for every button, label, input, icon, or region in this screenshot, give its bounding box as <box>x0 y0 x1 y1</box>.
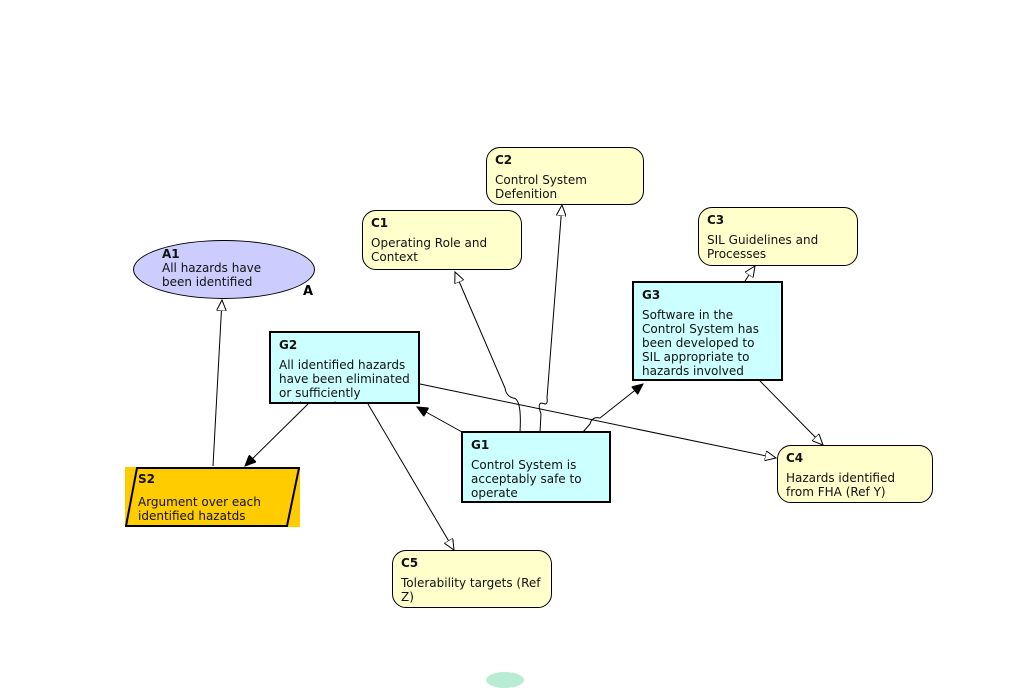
node-text: Control System Defenition <box>495 173 587 201</box>
node-id: C1 <box>371 216 389 230</box>
assumption-node-a1[interactable]: A1 All hazards have been identified <box>133 240 315 299</box>
edge-s2-a1 <box>212 300 222 467</box>
edge-g3-c3 <box>744 266 755 282</box>
node-text: Control System is acceptably safe to ope… <box>471 458 582 500</box>
context-node-c3[interactable]: C3 SIL Guidelines and Processes <box>698 207 858 266</box>
edge-g1-c1 <box>455 272 521 433</box>
assumption-badge: A <box>303 284 314 299</box>
node-text: All identified hazards have been elimina… <box>279 358 410 402</box>
context-node-c5[interactable]: C5 Tolerability targets (Ref Z) <box>392 550 552 608</box>
context-node-c2[interactable]: C2 Control System Defenition <box>486 147 644 205</box>
node-id: S2 <box>138 472 155 486</box>
goal-node-g1[interactable]: G1 Control System is acceptably safe to … <box>461 431 611 503</box>
strategy-node-s2[interactable]: S2 Argument over each identified hazatds <box>125 467 300 527</box>
node-text: Operating Role and Context <box>371 236 488 264</box>
goal-node-g3[interactable]: G3 Software in the Control System has be… <box>632 281 783 381</box>
node-id: G1 <box>471 438 490 452</box>
node-id: C5 <box>401 556 419 570</box>
node-text: Hazards identified from FHA (Ref Y) <box>786 471 895 499</box>
context-node-c4[interactable]: C4 Hazards identified from FHA (Ref Y) <box>777 445 933 503</box>
edge-g2-c4 <box>419 383 776 458</box>
edge-g1-g3 <box>582 384 643 433</box>
partial-node-shape <box>486 672 524 688</box>
node-text: Argument over each identified hazatds <box>138 495 261 523</box>
node-id: G3 <box>642 288 661 302</box>
edge-g2-c5 <box>367 403 454 550</box>
edge-g2-s2 <box>245 403 309 466</box>
context-node-c1[interactable]: C1 Operating Role and Context <box>362 210 522 270</box>
node-text: Software in the Control System has been … <box>642 308 759 378</box>
node-id: C2 <box>495 153 513 167</box>
node-id: C3 <box>707 213 725 227</box>
node-text: Tolerability targets (Ref Z) <box>401 576 541 604</box>
edge-g1-g2 <box>417 407 463 433</box>
edge-g1-c2 <box>538 205 562 433</box>
node-id: A1 <box>162 247 180 261</box>
parallelogram-shape <box>125 467 300 527</box>
node-id: G2 <box>279 338 298 352</box>
goal-node-g2[interactable]: G2 All identified hazards have been elim… <box>269 331 420 404</box>
node-id: C4 <box>786 451 804 465</box>
node-text: SIL Guidelines and Processes <box>707 233 819 261</box>
edge-g3-c4 <box>759 380 823 445</box>
node-text: All hazards have been identified <box>162 261 262 289</box>
